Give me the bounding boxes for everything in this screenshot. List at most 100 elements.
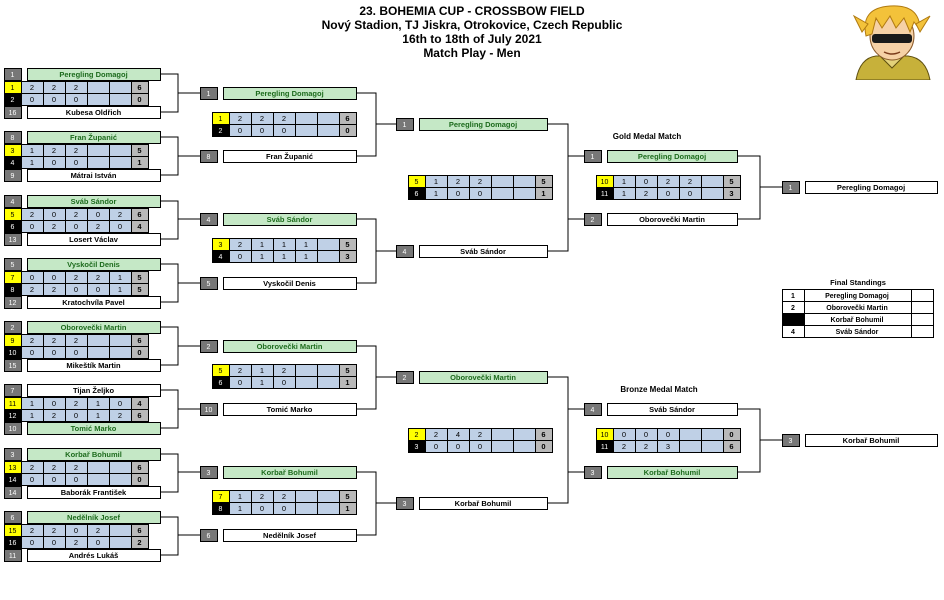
standing-rank: 1: [791, 293, 795, 300]
connector-line: [160, 389, 179, 429]
set-score: 0: [52, 158, 56, 167]
target-label: 8: [219, 506, 223, 513]
set-score: 1: [30, 146, 34, 155]
seed-number: 1: [403, 122, 407, 129]
player-name-box: [805, 181, 938, 194]
player-name: Peregling Domagoj: [837, 183, 905, 192]
set-score: 2: [238, 114, 242, 123]
set-points: 1: [345, 504, 349, 513]
set-score: 2: [282, 366, 286, 375]
seed-box: [396, 245, 414, 258]
set-score-cell: [87, 473, 110, 486]
seed-box: [4, 384, 22, 397]
target-label: 10: [601, 179, 609, 186]
set-points: 5: [137, 273, 141, 282]
seed-box: [4, 422, 22, 435]
set-score-cell: [295, 490, 318, 503]
set-score-cell: [295, 376, 318, 389]
standing-rank: 4: [791, 329, 795, 336]
player-name: Sváb Sándor: [460, 247, 506, 256]
set-score: 2: [74, 463, 78, 472]
set-score-cell: [87, 81, 110, 94]
seed-number: 6: [11, 515, 15, 522]
seed-number: 3: [11, 452, 15, 459]
target-label: 15: [9, 528, 17, 535]
target-label: 2: [11, 97, 15, 104]
seed-box: [584, 466, 602, 479]
set-score: 1: [282, 252, 286, 261]
seed-box: [782, 181, 800, 194]
seed-box: [200, 150, 218, 163]
set-score: 2: [30, 336, 34, 345]
set-score: 1: [118, 273, 122, 282]
set-score: 1: [30, 158, 34, 167]
set-score: 2: [30, 526, 34, 535]
set-score: 2: [666, 177, 670, 186]
set-points: 0: [137, 348, 141, 357]
set-points: 6: [137, 336, 141, 345]
set-points-cell: [535, 187, 553, 200]
player-name: Korbař Bohumil: [644, 468, 701, 477]
set-score-cell: [109, 346, 132, 359]
set-score: 0: [96, 210, 100, 219]
set-points: 0: [137, 95, 141, 104]
set-score: 0: [74, 222, 78, 231]
player-name: Nedělník Josef: [67, 513, 120, 522]
set-score: 0: [74, 348, 78, 357]
set-score: 1: [282, 240, 286, 249]
connector-line: [160, 516, 179, 556]
set-points: 6: [729, 442, 733, 451]
standing-extra-cell: [911, 301, 934, 314]
set-score: 2: [688, 177, 692, 186]
standing-name: Sváb Sándor: [836, 329, 879, 336]
set-score: 1: [434, 189, 438, 198]
seed-number: 4: [207, 217, 211, 224]
set-points: 6: [541, 430, 545, 439]
set-points: 5: [137, 146, 141, 155]
target-label: 7: [219, 494, 223, 501]
set-points-cell: [131, 283, 149, 296]
set-score: 0: [52, 475, 56, 484]
set-score: 0: [30, 348, 34, 357]
set-score: 2: [96, 526, 100, 535]
connector-line: [547, 123, 569, 252]
player-name: Tijan Željko: [73, 386, 115, 395]
set-points: 1: [137, 158, 141, 167]
set-points: 6: [137, 210, 141, 219]
set-score: 2: [52, 83, 56, 92]
seed-box: [4, 511, 22, 524]
standing-extra-cell: [911, 313, 934, 326]
connector-line: [160, 200, 179, 240]
seed-number: 6: [207, 533, 211, 540]
set-points: 0: [137, 475, 141, 484]
set-points: 6: [137, 463, 141, 472]
set-score: 1: [118, 285, 122, 294]
target-label: 11: [601, 444, 608, 451]
player-name: Oborovečki Martin: [639, 215, 705, 224]
connector-line: [160, 263, 179, 303]
set-score: 0: [238, 378, 242, 387]
set-score: 0: [478, 442, 482, 451]
seed-number: 3: [789, 438, 793, 445]
set-points: 0: [541, 442, 545, 451]
set-score: 1: [260, 252, 264, 261]
set-score-cell: [317, 502, 340, 515]
set-points: 6: [137, 411, 141, 420]
target-label: 6: [11, 224, 15, 231]
set-points-cell: [131, 346, 149, 359]
set-score: 0: [622, 430, 626, 439]
set-score: 0: [478, 189, 482, 198]
set-points-cell: [131, 93, 149, 106]
set-points: 6: [137, 83, 141, 92]
set-score: 2: [478, 430, 482, 439]
standings-title: Final Standings: [830, 278, 886, 287]
set-points: 5: [345, 240, 349, 249]
target-label: 2: [219, 128, 223, 135]
